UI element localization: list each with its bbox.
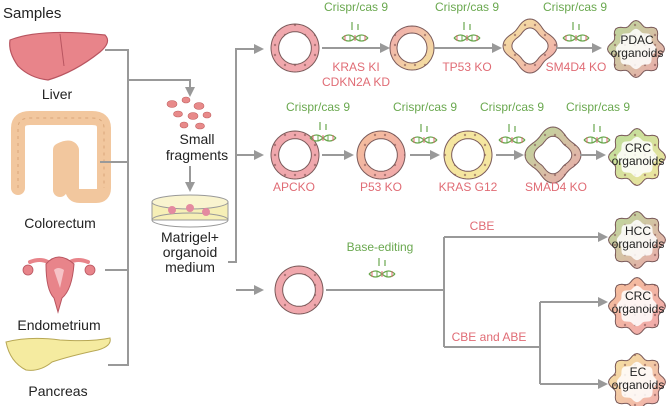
row3-branch-top: CBE <box>470 219 495 233</box>
dna-icon <box>368 258 396 278</box>
row1-edit-2: CDKN2A KD <box>322 75 390 89</box>
samples-title: Samples <box>3 5 61 22</box>
row2-organoid-4 <box>524 126 582 184</box>
dna-icon <box>453 22 481 42</box>
row3-branch-bottom: CBE and ABE <box>452 330 527 344</box>
row2-edit-1: APCKO <box>273 180 315 194</box>
sample-label-pancreas: Pancreas <box>28 383 87 399</box>
row2-tool-1: Crispr/cas 9 <box>286 100 350 114</box>
row2-edit-4: SMAD4 KO <box>525 180 587 194</box>
row1-edit-3: TP53 KO <box>442 60 491 74</box>
sample-label-liver: Liver <box>42 86 73 102</box>
row3-result-2-line1: CRC <box>625 289 651 303</box>
row2-tool-3: Crispr/cas 9 <box>480 100 544 114</box>
row3-result-2-line2: organoids <box>612 302 665 316</box>
row1-edit-4: SM4D4 KO <box>546 60 607 74</box>
row3-tool: Base-editing <box>347 240 414 254</box>
samples-connector <box>100 49 195 366</box>
row1-result-organoid <box>606 19 666 79</box>
row1-result-line2: organoids <box>611 46 664 60</box>
fragments-label-line2: fragments <box>166 147 228 163</box>
petri-dish-icon <box>151 194 229 228</box>
row1-result-line1: PDAC <box>620 33 654 47</box>
row3-result-1-line2: organoids <box>612 237 665 251</box>
medium-label-line2: organoid <box>163 244 218 260</box>
row3-result-1-line1: HCC <box>625 224 651 238</box>
fragments-label-line1: Small <box>179 131 214 147</box>
row2-organoid-3 <box>443 130 493 180</box>
row2-edit-3: KRAS G12 <box>439 180 498 194</box>
row3-result-hcc <box>607 210 667 270</box>
row2-tool-4: Crispr/cas 9 <box>566 100 630 114</box>
colorectum-icon <box>11 111 111 203</box>
dna-icon <box>583 124 611 144</box>
row3-result-crc <box>607 276 667 336</box>
sample-label-endometrium: Endometrium <box>17 317 100 333</box>
row2-organoid-2 <box>356 130 406 180</box>
row3-result-ec <box>607 352 667 406</box>
dna-icons <box>309 22 611 278</box>
dna-icon <box>309 122 337 142</box>
liver-icon <box>9 31 109 81</box>
row3-connectors <box>326 232 608 389</box>
row2-tool-2: Crispr/cas 9 <box>393 100 457 114</box>
pancreas-icon <box>5 337 111 371</box>
row2-edit-2: P53 KO <box>360 180 402 194</box>
row1-tool-3: Crispr/cas 9 <box>543 0 607 14</box>
row1-organoid-2 <box>389 25 435 71</box>
row2-result-line2: organoids <box>612 154 665 168</box>
row1-organoid-3 <box>502 18 558 74</box>
row1-tool-1: Crispr/cas 9 <box>324 0 388 14</box>
uterus-icon <box>22 256 96 314</box>
row2-organoid-1 <box>270 130 320 180</box>
row2-result-organoid <box>607 127 667 187</box>
tissue-fragments-icon <box>166 96 212 130</box>
sample-label-colorectum: Colorectum <box>24 215 96 231</box>
medium-label-line3: medium <box>165 259 215 275</box>
dna-icon <box>562 22 590 42</box>
row1-tool-2: Crispr/cas 9 <box>435 0 499 14</box>
distribution-connector <box>228 44 264 295</box>
row3-result-3-line1: EC <box>630 365 647 379</box>
dna-icon <box>341 22 369 42</box>
row1-organoid-1 <box>270 23 320 73</box>
organoid-layer <box>270 18 667 406</box>
row3-organoid-1 <box>274 265 324 315</box>
row1-edit-1: KRAS KI <box>332 60 379 74</box>
row2-result-line1: CRC <box>625 141 651 155</box>
medium-label-line1: Matrigel+ <box>161 229 219 245</box>
row3-result-3-line2: organoids <box>612 378 665 392</box>
dna-icon <box>498 124 526 144</box>
dna-icon <box>410 124 438 144</box>
